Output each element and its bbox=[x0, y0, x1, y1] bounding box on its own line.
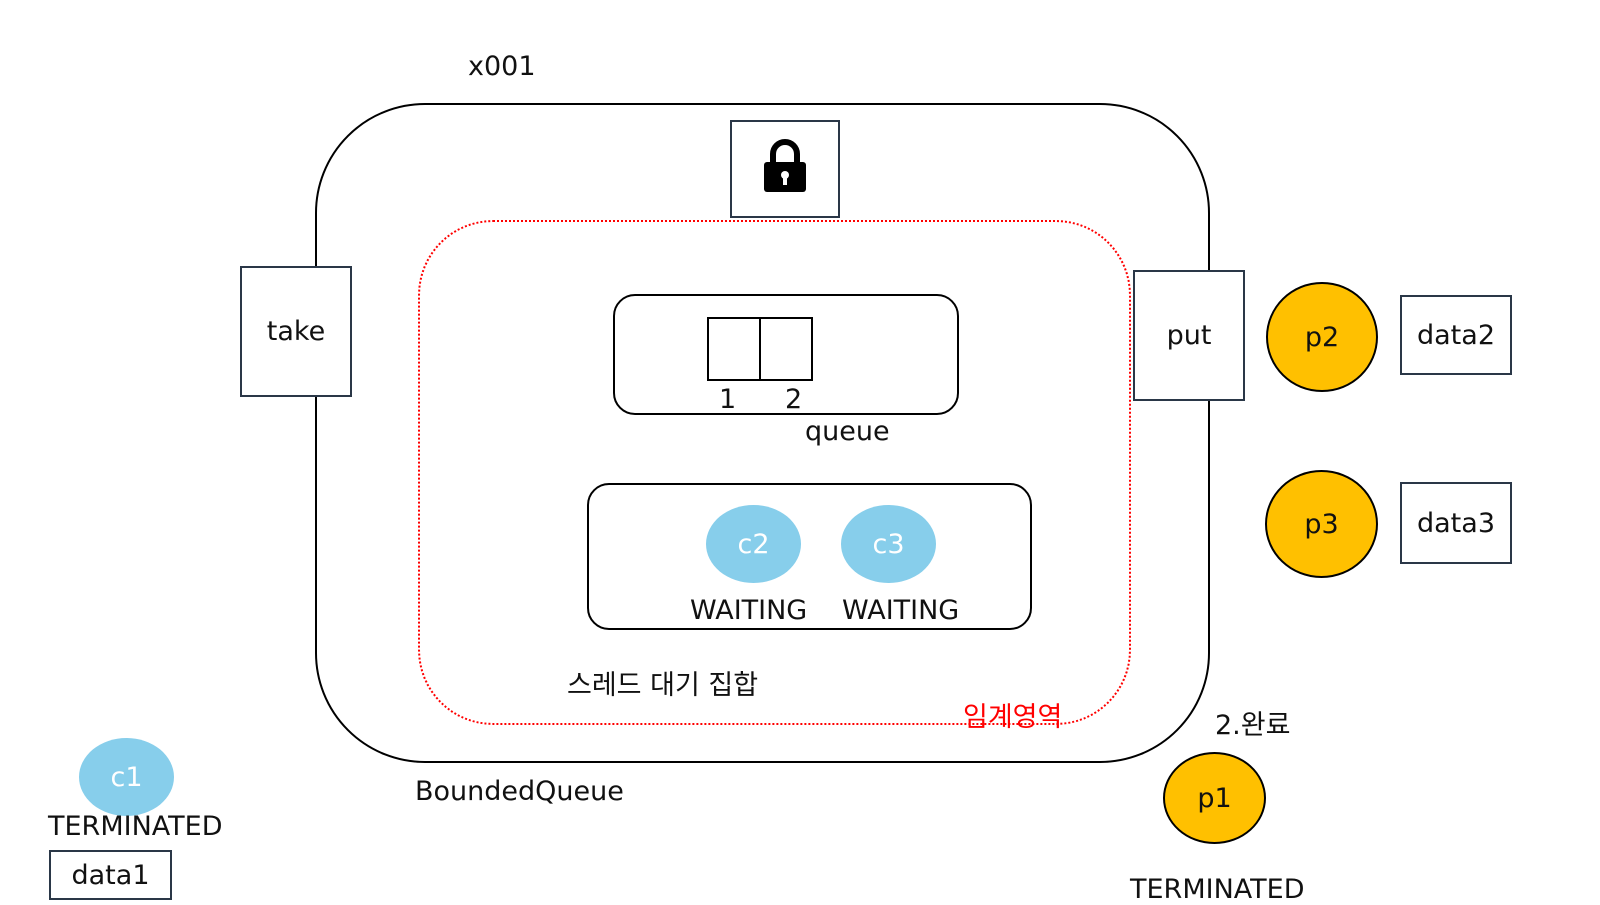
critical-section bbox=[418, 220, 1131, 725]
take-method-box: take bbox=[240, 266, 352, 397]
thread-name: p2 bbox=[1304, 321, 1340, 353]
thread-name: p1 bbox=[1197, 782, 1232, 814]
critical-section-label: 임계영역 bbox=[963, 702, 1063, 733]
producer-thread-p3: p3 bbox=[1265, 470, 1378, 578]
put-label: put bbox=[1166, 320, 1212, 351]
data-label: data3 bbox=[1417, 507, 1495, 539]
data-label: data2 bbox=[1417, 319, 1495, 351]
wait-set-container bbox=[587, 483, 1032, 630]
thread-name: c1 bbox=[110, 761, 143, 793]
queue-slot bbox=[759, 317, 813, 381]
thread-state: WAITING bbox=[842, 595, 960, 626]
wait-set-label: 스레드 대기 집합 bbox=[567, 670, 759, 701]
queue-container bbox=[613, 294, 959, 415]
put-method-box: put bbox=[1133, 270, 1245, 401]
consumer-thread-c3: c3 bbox=[841, 505, 936, 583]
thread-state: TERMINATED bbox=[48, 811, 223, 842]
bounded-queue-label: BoundedQueue bbox=[415, 776, 624, 807]
lock-icon bbox=[762, 138, 808, 201]
queue-slot-index: 2 bbox=[785, 384, 803, 415]
queue-slot-index: 1 bbox=[719, 384, 737, 415]
queue-slot bbox=[707, 317, 761, 381]
queue-label: queue bbox=[805, 416, 890, 447]
data-label: data1 bbox=[71, 859, 150, 891]
data-box: data2 bbox=[1400, 295, 1512, 375]
thread-name: p3 bbox=[1304, 508, 1339, 540]
thread-state: TERMINATED bbox=[1130, 874, 1305, 905]
data-box: data3 bbox=[1400, 482, 1512, 564]
thread-name: c2 bbox=[737, 528, 770, 560]
bounded-queue-object bbox=[315, 103, 1210, 763]
producer-thread-p1: p1 bbox=[1163, 752, 1266, 844]
consumer-thread-c1: c1 bbox=[79, 738, 174, 816]
lock-box bbox=[730, 120, 840, 218]
data-box: data1 bbox=[49, 850, 172, 900]
take-label: take bbox=[266, 316, 326, 347]
object-address: x001 bbox=[468, 51, 536, 82]
thread-name: c3 bbox=[872, 528, 905, 560]
completion-step-label: 2.완료 bbox=[1215, 710, 1291, 741]
consumer-thread-c2: c2 bbox=[706, 505, 801, 583]
thread-state: WAITING bbox=[690, 595, 808, 626]
producer-thread-p2: p2 bbox=[1266, 282, 1378, 392]
